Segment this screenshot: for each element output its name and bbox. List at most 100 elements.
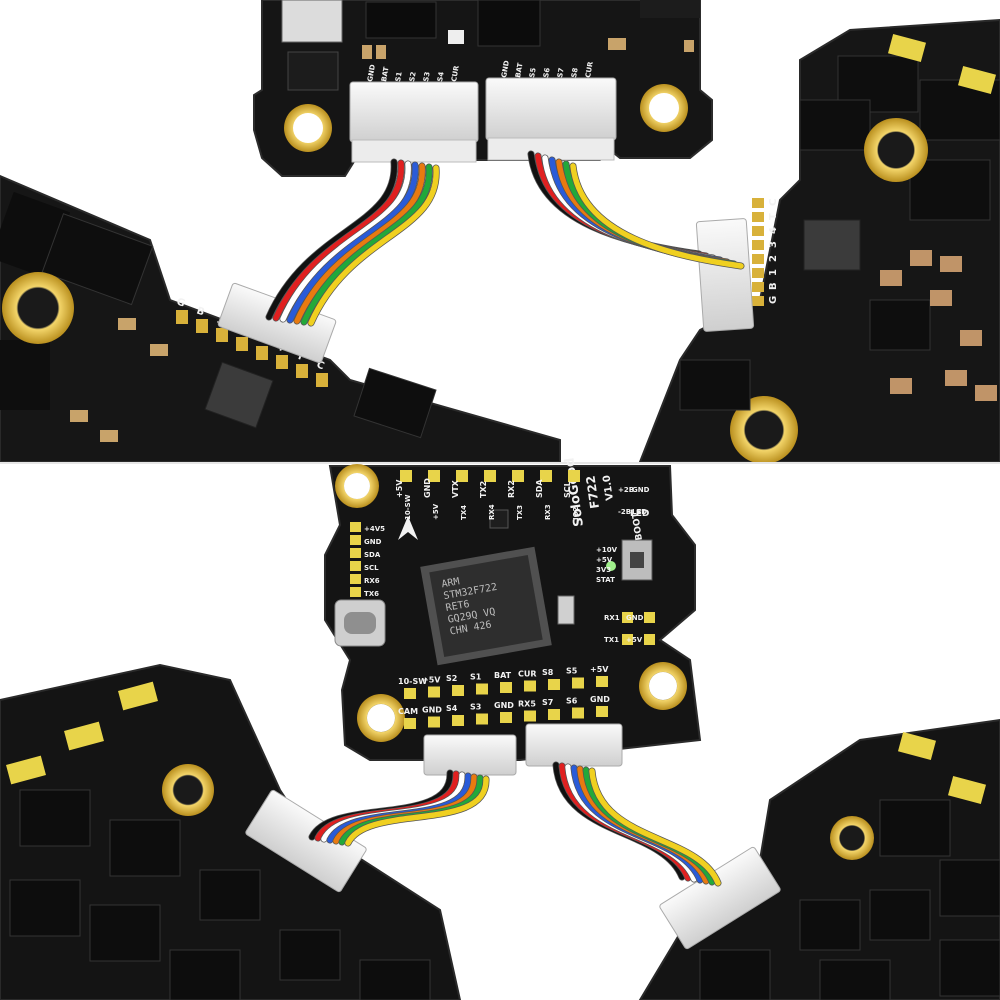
status-led — [606, 561, 616, 571]
connector-esc-right-top — [695, 218, 755, 332]
fc-pad — [512, 470, 524, 482]
esc-pad — [752, 296, 764, 306]
fc-pad — [404, 688, 416, 699]
top-left-wire — [273, 160, 404, 321]
esc-pad — [176, 310, 188, 324]
fc-pad-label: SCL — [563, 481, 572, 498]
esc-pad-label: T — [295, 350, 305, 363]
wire-harness-bottom — [308, 761, 722, 887]
fc-pad-label: 10-SW — [404, 494, 412, 520]
fc-pad — [476, 713, 488, 725]
fc-top-silk-label: BAT — [380, 66, 391, 82]
fc-edge-label: -2B — [618, 508, 631, 516]
fc-pad-label: SDA — [535, 479, 544, 498]
wire-harness-top — [265, 150, 745, 327]
version-label: V1.0 — [602, 474, 616, 501]
esc-pad-label: 1 — [768, 269, 779, 276]
fc-pad — [350, 574, 361, 584]
fc-pad-label: CUR — [518, 670, 537, 679]
boot-label: BOOT — [631, 511, 645, 541]
fc-pad-label: 10-SW — [398, 677, 427, 686]
esc-pad-label: 4 — [768, 227, 779, 234]
fc-pad-label: GND — [422, 706, 442, 715]
fc-top-silk-label: S2 — [408, 71, 418, 82]
fc-pad-label: S1 — [470, 673, 482, 682]
fc-pad-label: VTX — [451, 479, 460, 498]
fc-pad — [428, 470, 440, 482]
top-left-wire — [287, 162, 418, 323]
esc-pad-label: C — [768, 199, 779, 206]
fc-pad — [500, 712, 512, 723]
fc-pad — [572, 677, 584, 689]
fc-top-silk-label: CUR — [450, 64, 461, 82]
fc-pad — [350, 522, 361, 532]
fc-pad — [572, 707, 584, 719]
fc-pad-label: +5V — [422, 676, 441, 685]
fc-pad-label: RX1 — [604, 614, 620, 622]
esc-pad — [316, 373, 328, 387]
esc-pad — [752, 198, 764, 208]
esc-pad — [752, 254, 764, 264]
esc-right-inductor — [803, 219, 861, 271]
led-label: LED — [630, 509, 649, 519]
fc-top-silk-label: S1 — [394, 71, 404, 82]
fc-pad — [622, 612, 633, 623]
fc-pad-label: +5V — [432, 503, 440, 520]
fc-top-silk-label: CUR — [584, 60, 595, 78]
chip-top — [365, 1, 437, 39]
boot-button[interactable] — [621, 539, 653, 581]
fc-pad — [350, 535, 361, 545]
esc-pad — [256, 346, 268, 360]
fc-pad-label: STAT — [596, 576, 615, 584]
fc-pad — [622, 634, 633, 645]
fc-pad-label: +5V — [395, 479, 404, 498]
connector-fc-bottom-right — [525, 723, 623, 767]
fc-pad-label: RX2 — [507, 480, 516, 498]
top-left-wire — [266, 159, 397, 320]
esc-pad — [752, 226, 764, 236]
esc-pad — [752, 240, 764, 250]
fc-top-silk-label: BAT — [514, 62, 525, 78]
fc-pad — [596, 706, 608, 717]
esc-pad-label: C — [315, 359, 326, 372]
fc-pad-label: GND — [590, 695, 610, 704]
fc-top-silk-label: GND — [366, 64, 377, 83]
fc-pad-label: CAM — [398, 707, 418, 716]
fc-top-silk-label: S8 — [570, 67, 580, 78]
fc-pad — [456, 470, 468, 482]
fc-top-silk-label: GND — [500, 60, 511, 79]
esc-board-right-bottom — [638, 718, 1000, 1000]
model-label: F722 — [583, 475, 601, 510]
esc-pad — [196, 319, 208, 333]
esc-pad-label: T — [768, 213, 779, 220]
connector-esc-bottom-left — [245, 789, 367, 893]
fc-pad — [484, 470, 496, 482]
fc-pad-label: TX2 — [479, 481, 488, 498]
esc-pad-label: B — [768, 282, 779, 290]
fc-pad — [548, 709, 560, 720]
fc-pad — [500, 682, 512, 693]
esc-pad-label: B — [195, 305, 206, 318]
esc-pad — [296, 364, 308, 378]
fc-pad — [428, 716, 440, 728]
fc-edge-label: GND — [632, 486, 650, 494]
fc-pad-label: +5V — [590, 665, 609, 674]
fc-pad — [404, 718, 416, 729]
esc-board-left-top: GB1234TC — [0, 174, 561, 463]
top-left-wire — [294, 163, 425, 324]
fc-pad-label: GND — [423, 478, 432, 498]
fc-pad — [644, 634, 655, 645]
fc-pad — [568, 470, 580, 482]
fc-pad — [350, 548, 361, 558]
fc-pad-label: GND — [626, 614, 644, 622]
fc-pad-label: S8 — [542, 668, 554, 677]
fc-pad-label: S3 — [470, 703, 481, 712]
connector-fc-left — [349, 81, 479, 143]
fc-top-silk-label: S6 — [542, 67, 552, 78]
fc-top-silk-label: S4 — [436, 71, 446, 82]
fc-pad-label: BAT — [494, 671, 512, 680]
mcu-marking: ARM — [441, 576, 461, 590]
